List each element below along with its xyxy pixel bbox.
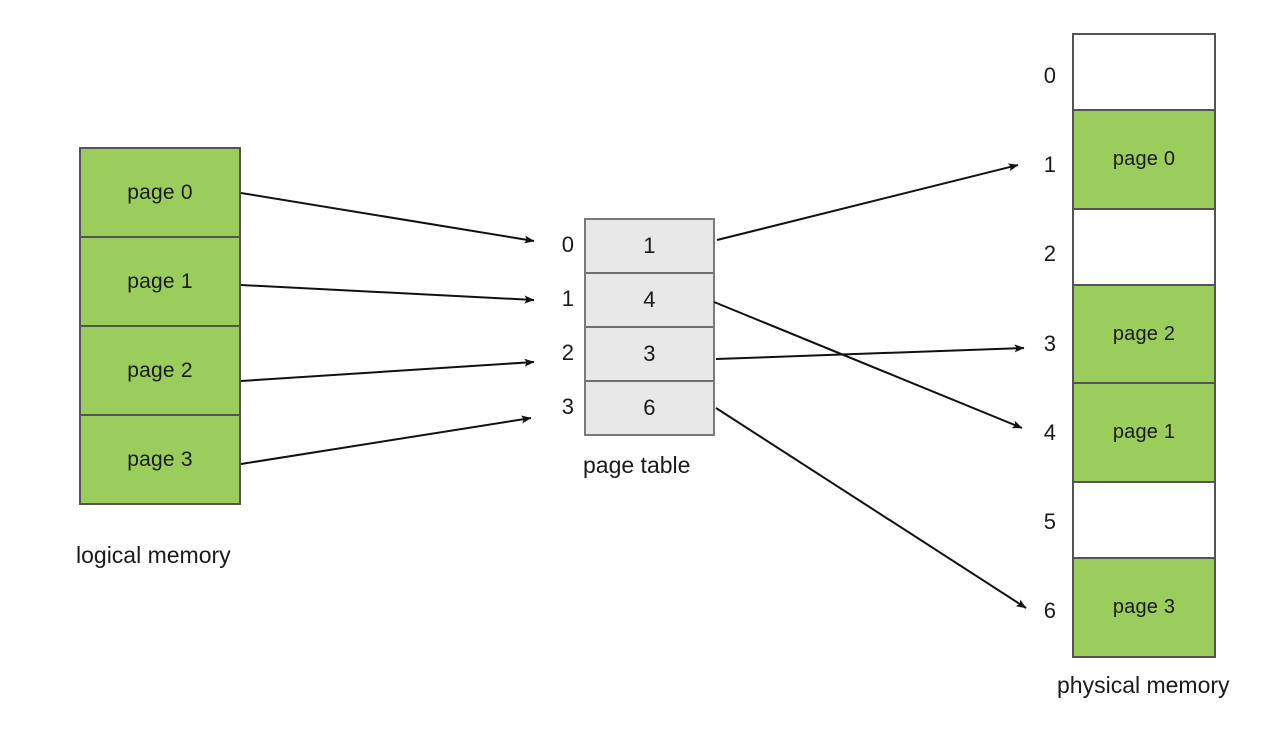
page-table-caption: page table bbox=[583, 452, 691, 478]
physical-frame-index-label: 0 bbox=[1043, 63, 1056, 88]
page-table-entry: 3 bbox=[586, 328, 713, 382]
arrow-page1-to-entry1 bbox=[240, 284, 535, 304]
physical-frame-cell bbox=[1074, 35, 1214, 111]
logical-page-cell: page 3 bbox=[81, 416, 239, 503]
page-table-entry: 4 bbox=[586, 274, 713, 328]
arrow-entry1-to-frame4 bbox=[713, 301, 1023, 429]
arrow-entry2-to-frame3 bbox=[715, 344, 1025, 360]
page-table-block: 1 4 3 6 bbox=[584, 218, 715, 436]
logical-memory-caption: logical memory bbox=[76, 542, 231, 568]
physical-frame-cell: page 0 bbox=[1074, 110, 1214, 210]
logical-page-cell: page 0 bbox=[81, 149, 239, 238]
page-table-entry: 6 bbox=[586, 382, 713, 434]
physical-frame-cell: page 3 bbox=[1074, 559, 1214, 657]
arrow-page0-to-entry0 bbox=[240, 192, 535, 244]
physical-frame-index-label: 5 bbox=[1043, 509, 1056, 534]
page-table-index-label: 3 bbox=[561, 394, 574, 419]
page-table-entry: 1 bbox=[586, 220, 713, 274]
physical-frame-index-label: 2 bbox=[1043, 241, 1056, 266]
logical-page-cell: page 1 bbox=[81, 238, 239, 327]
logical-page-cell: page 2 bbox=[81, 327, 239, 416]
arrow-page2-to-entry2 bbox=[240, 358, 535, 382]
arrow-entry0-to-frame1 bbox=[716, 163, 1019, 241]
physical-frame-index-label: 1 bbox=[1043, 152, 1056, 177]
arrow-page3-to-entry3 bbox=[240, 415, 532, 465]
physical-frame-cell bbox=[1074, 483, 1214, 560]
physical-frame-index-label: 4 bbox=[1043, 420, 1056, 445]
physical-frame-index-label: 3 bbox=[1043, 331, 1056, 356]
page-table-index-label: 1 bbox=[561, 286, 574, 311]
page-table-index-label: 0 bbox=[561, 232, 574, 257]
physical-frame-cell bbox=[1074, 209, 1214, 286]
physical-memory-block: page 0 page 2 page 1 page 3 bbox=[1072, 33, 1216, 658]
physical-frame-index-label: 6 bbox=[1043, 598, 1056, 623]
logical-memory-block: page 0 page 1 page 2 page 3 bbox=[79, 147, 241, 505]
arrow-entry3-to-frame6 bbox=[715, 407, 1027, 609]
physical-frame-cell: page 1 bbox=[1074, 384, 1214, 484]
physical-frame-cell: page 2 bbox=[1074, 285, 1214, 385]
physical-memory-caption: physical memory bbox=[1057, 672, 1230, 698]
page-table-index-label: 2 bbox=[561, 340, 574, 365]
